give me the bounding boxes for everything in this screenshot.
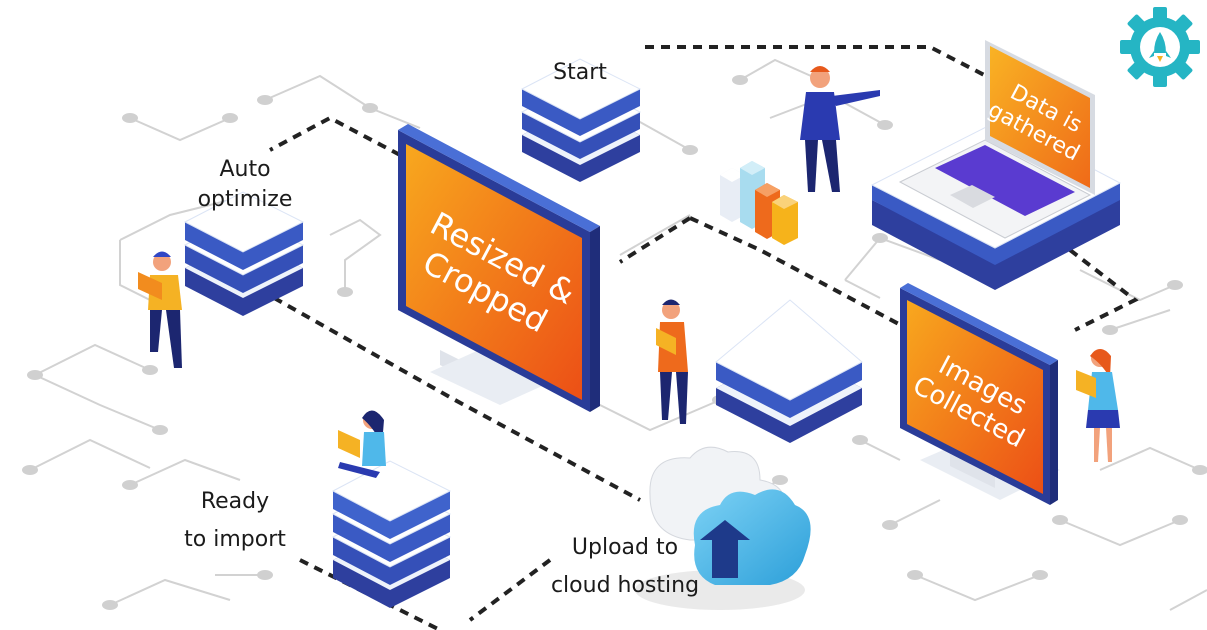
start-label: Start: [553, 60, 607, 85]
laptop-station: [870, 40, 1122, 290]
person-auto-optimize: [138, 251, 182, 368]
ready-label-line1: Ready: [200, 489, 270, 514]
ready-to-import-server: [331, 460, 452, 608]
person-sitting: [338, 410, 386, 478]
person-middle: [656, 299, 688, 424]
circuit-nodes: [22, 75, 1207, 610]
laptop-screen: [990, 46, 1090, 188]
upload-cloud-label: Upload to cloud hosting: [535, 533, 715, 601]
upload-label-line2: cloud hosting: [550, 573, 700, 598]
middle-server: [715, 299, 863, 443]
upload-label-line1: Upload to: [571, 535, 679, 560]
cloud-upload-icon: [635, 446, 811, 610]
monitor-screen: [406, 144, 582, 400]
auto-label-line2: optimize: [197, 187, 293, 212]
person-right: [1076, 349, 1120, 462]
images-collected-monitor: [900, 283, 1060, 505]
bar-chart-icon: [720, 161, 798, 245]
ready-label-line2: to import: [184, 527, 286, 552]
resized-cropped-monitor: [398, 124, 600, 412]
images-screen: [907, 300, 1043, 494]
start-server: [520, 58, 642, 182]
person-pointing: [800, 66, 880, 192]
flow-dashed-lines: [259, 45, 1139, 630]
ready-to-import-label: Ready to import: [170, 487, 300, 555]
auto-label-line1: Auto: [219, 157, 271, 182]
gear-rocket-logo-icon[interactable]: [1120, 7, 1200, 87]
auto-optimize-label: Auto optimize: [185, 155, 305, 215]
auto-optimize-server: [183, 191, 305, 316]
